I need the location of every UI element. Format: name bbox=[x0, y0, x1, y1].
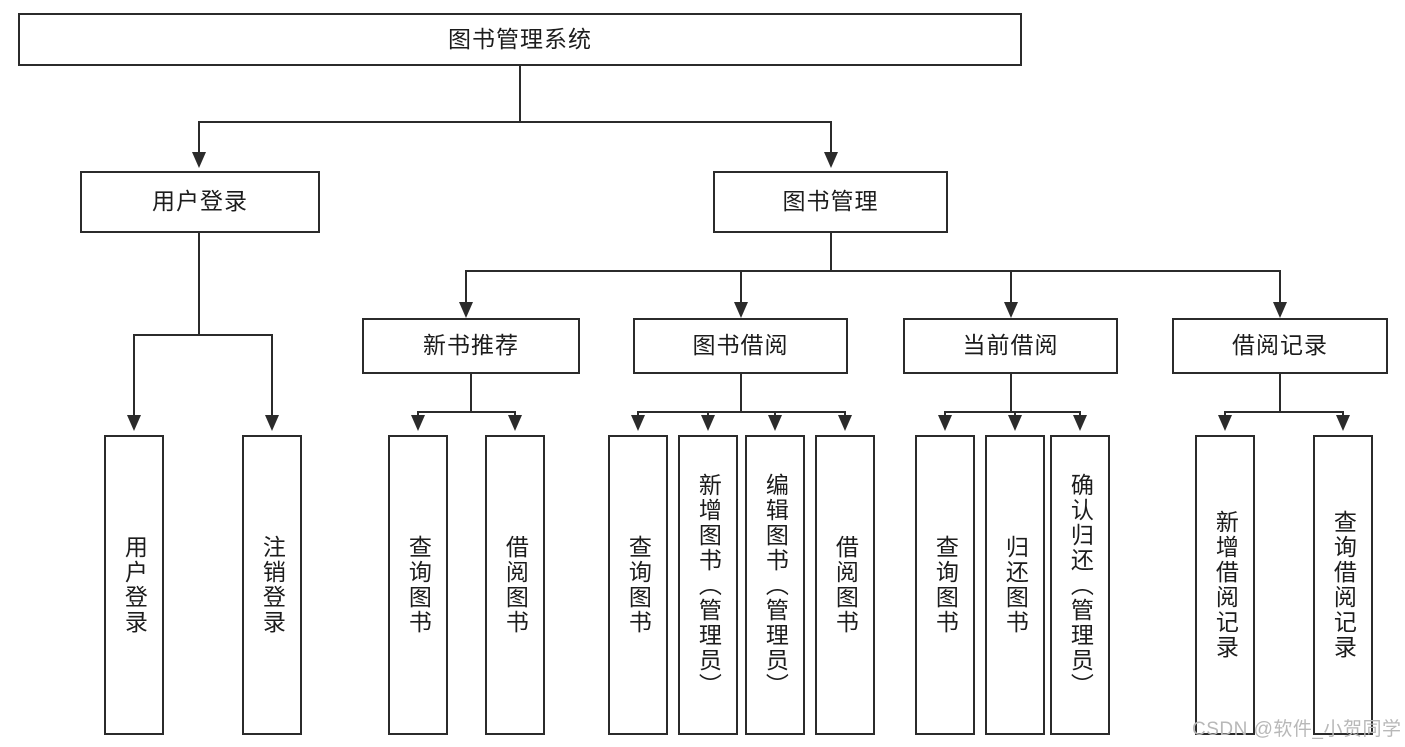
edge-book-borrow-bus bbox=[637, 411, 845, 413]
node-leaf-add-book[interactable]: 新增图书（管理员） bbox=[678, 435, 738, 735]
edge-book-manage-stem bbox=[830, 233, 832, 271]
edge-new-book-bus bbox=[417, 411, 516, 413]
edge-user-login-to-leaf-2 bbox=[271, 334, 273, 416]
edge-book-manage-bus bbox=[465, 270, 1280, 272]
edge-borrow-record-bus bbox=[1224, 411, 1343, 413]
arrow-current-borrow-to-leaf-1 bbox=[938, 415, 952, 431]
node-user-login[interactable]: 用户登录 bbox=[80, 171, 320, 233]
arrow-book-manage-to-borrow bbox=[734, 302, 748, 318]
node-leaf-query-book-1-label: 查询图书 bbox=[405, 535, 432, 635]
arrow-borrow-record-to-leaf-1 bbox=[1218, 415, 1232, 431]
arrow-new-book-to-leaf-2 bbox=[508, 415, 522, 431]
edge-root-to-book-manage bbox=[830, 121, 832, 153]
edge-current-borrow-bus bbox=[944, 411, 1080, 413]
node-leaf-borrow-book-1[interactable]: 借阅图书 bbox=[485, 435, 545, 735]
node-leaf-confirm-return[interactable]: 确认归还（管理员） bbox=[1050, 435, 1110, 735]
arrow-root-to-book-manage bbox=[824, 152, 838, 168]
edge-root-bus bbox=[198, 121, 831, 123]
node-leaf-logout[interactable]: 注销登录 bbox=[242, 435, 302, 735]
node-leaf-user-login-label: 用户登录 bbox=[121, 535, 148, 635]
node-leaf-add-record-label: 新增借阅记录 bbox=[1212, 510, 1239, 660]
node-leaf-edit-book-label: 编辑图书（管理员） bbox=[762, 472, 789, 698]
node-book-management-label: 图书管理 bbox=[782, 188, 879, 215]
node-leaf-borrow-book-2[interactable]: 借阅图书 bbox=[815, 435, 875, 735]
node-book-borrow[interactable]: 图书借阅 bbox=[633, 318, 848, 374]
edge-user-login-bus bbox=[133, 334, 272, 336]
node-user-login-label: 用户登录 bbox=[152, 188, 248, 215]
arrow-book-borrow-to-leaf-2 bbox=[701, 415, 715, 431]
node-book-borrow-label: 图书借阅 bbox=[692, 332, 789, 359]
arrow-current-borrow-to-leaf-2 bbox=[1008, 415, 1022, 431]
edge-root-to-user-login bbox=[198, 121, 200, 153]
node-leaf-query-book-2-label: 查询图书 bbox=[625, 535, 652, 635]
node-leaf-query-book-3[interactable]: 查询图书 bbox=[915, 435, 975, 735]
edge-new-book-stem bbox=[470, 374, 472, 412]
edge-book-manage-to-record bbox=[1279, 270, 1281, 303]
node-leaf-query-record[interactable]: 查询借阅记录 bbox=[1313, 435, 1373, 735]
node-leaf-query-book-2[interactable]: 查询图书 bbox=[608, 435, 668, 735]
arrow-book-borrow-to-leaf-3 bbox=[768, 415, 782, 431]
node-leaf-query-record-label: 查询借阅记录 bbox=[1330, 510, 1357, 660]
arrow-user-login-to-leaf-1 bbox=[127, 415, 141, 431]
arrow-user-login-to-leaf-2 bbox=[265, 415, 279, 431]
node-leaf-borrow-book-2-label: 借阅图书 bbox=[832, 535, 859, 635]
node-borrow-record-label: 借阅记录 bbox=[1232, 332, 1328, 359]
arrow-book-manage-to-new-book bbox=[459, 302, 473, 318]
edge-book-manage-to-borrow bbox=[740, 270, 742, 303]
node-leaf-add-book-label: 新增图书（管理员） bbox=[695, 472, 722, 698]
node-leaf-return-book[interactable]: 归还图书 bbox=[985, 435, 1045, 735]
node-new-book-recommend-label: 新书推荐 bbox=[423, 332, 519, 359]
arrow-book-manage-to-record bbox=[1273, 302, 1287, 318]
arrow-book-borrow-to-leaf-1 bbox=[631, 415, 645, 431]
node-leaf-edit-book[interactable]: 编辑图书（管理员） bbox=[745, 435, 805, 735]
node-borrow-record[interactable]: 借阅记录 bbox=[1172, 318, 1388, 374]
arrow-book-manage-to-current bbox=[1004, 302, 1018, 318]
node-root-system[interactable]: 图书管理系统 bbox=[18, 13, 1022, 66]
node-new-book-recommend[interactable]: 新书推荐 bbox=[362, 318, 580, 374]
node-leaf-user-login[interactable]: 用户登录 bbox=[104, 435, 164, 735]
arrow-root-to-user-login bbox=[192, 152, 206, 168]
node-leaf-confirm-return-label: 确认归还（管理员） bbox=[1067, 472, 1094, 698]
node-leaf-add-record[interactable]: 新增借阅记录 bbox=[1195, 435, 1255, 735]
arrow-new-book-to-leaf-1 bbox=[411, 415, 425, 431]
node-leaf-logout-label: 注销登录 bbox=[259, 535, 286, 635]
node-root-system-label: 图书管理系统 bbox=[448, 25, 592, 52]
node-current-borrow[interactable]: 当前借阅 bbox=[903, 318, 1118, 374]
edge-book-manage-to-current bbox=[1010, 270, 1012, 303]
arrow-book-borrow-to-leaf-4 bbox=[838, 415, 852, 431]
arrow-current-borrow-to-leaf-3 bbox=[1073, 415, 1087, 431]
node-leaf-query-book-1[interactable]: 查询图书 bbox=[388, 435, 448, 735]
edge-book-manage-to-new-book bbox=[465, 270, 467, 303]
edge-root-stem bbox=[519, 66, 521, 122]
csdn-watermark: CSDN @软件_小贺同学 bbox=[1192, 719, 1402, 740]
edge-book-borrow-stem bbox=[740, 374, 742, 412]
arrow-borrow-record-to-leaf-2 bbox=[1336, 415, 1350, 431]
node-leaf-query-book-3-label: 查询图书 bbox=[932, 535, 959, 635]
edge-borrow-record-stem bbox=[1279, 374, 1281, 412]
edge-user-login-to-leaf-1 bbox=[133, 334, 135, 416]
node-leaf-borrow-book-1-label: 借阅图书 bbox=[502, 535, 529, 635]
edge-user-login-stem bbox=[198, 233, 200, 334]
node-leaf-return-book-label: 归还图书 bbox=[1002, 535, 1029, 635]
edge-current-borrow-stem bbox=[1010, 374, 1012, 412]
node-current-borrow-label: 当前借阅 bbox=[962, 332, 1059, 359]
node-book-management[interactable]: 图书管理 bbox=[713, 171, 948, 233]
